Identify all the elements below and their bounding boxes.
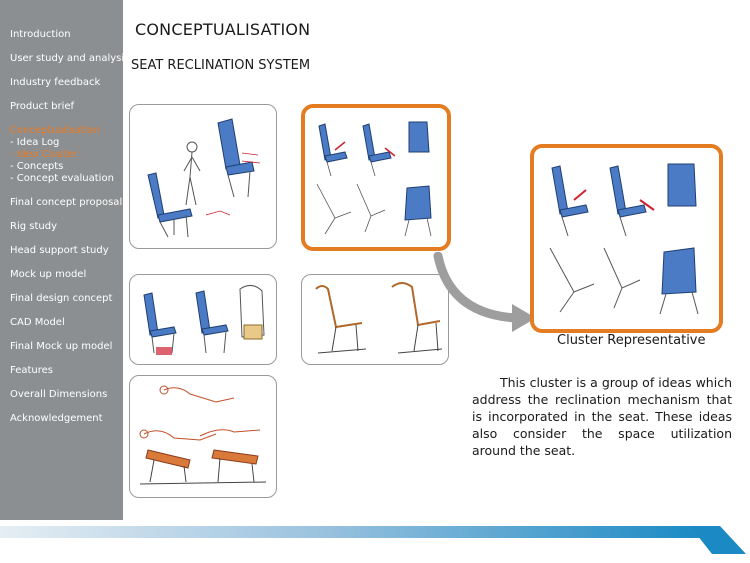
nav-item-user-study[interactable]: User study and analysis (10, 53, 130, 64)
sketch-seat-row (129, 274, 277, 365)
nav-item-acknowledgement[interactable]: Acknowledgement (10, 413, 103, 424)
nav-item-final-mock-up-model[interactable]: Final Mock up model (10, 341, 113, 352)
nav-item-industry-feedback[interactable]: Industry feedback (10, 77, 101, 88)
nav-item-features[interactable]: Features (10, 365, 53, 376)
nav-item-mock-up-model[interactable]: Mock up model (10, 269, 87, 280)
nav-subitem-concept-evaluation[interactable]: - Concept evaluation (10, 173, 114, 184)
sidebar-nav: Introduction User study and analysis Ind… (0, 0, 129, 563)
nav-subitem-concepts[interactable]: - Concepts (10, 161, 64, 172)
nav-item-cad-model[interactable]: CAD Model (10, 317, 65, 328)
nav-item-conceptualisation[interactable]: Conceptualisation (10, 125, 100, 136)
nav-item-final-design-concept[interactable]: Final design concept (10, 293, 113, 304)
nav-item-overall-dimensions[interactable]: Overall Dimensions (10, 389, 108, 400)
cluster-caption: Cluster Representative (557, 333, 706, 348)
cluster-representative-image (530, 144, 723, 333)
nav-item-head-support-study[interactable]: Head support study (10, 245, 109, 256)
nav-subitem-idea-log[interactable]: - Idea Log (10, 137, 60, 148)
cluster-description: This cluster is a group of ideas which a… (472, 375, 732, 458)
nav-item-final-concept-proposal[interactable]: Final concept proposal (10, 197, 123, 208)
nav-subitem-idea-cluster[interactable]: - Idea Cluster (10, 149, 78, 160)
sketch-seat-with-figure (129, 104, 277, 249)
footer-band (0, 520, 750, 563)
nav-item-product-brief[interactable]: Product brief (10, 101, 75, 112)
page-title: CONCEPTUALISATION (135, 20, 311, 39)
nav-item-rig-study[interactable]: Rig study (10, 221, 57, 232)
sketch-reclining-figures (129, 375, 277, 498)
sketch-reclination-highlighted (301, 104, 451, 251)
nav-item-introduction[interactable]: Introduction (10, 29, 71, 40)
arrow-to-cluster-icon (433, 252, 536, 332)
section-title: SEAT RECLINATION SYSTEM (131, 58, 311, 73)
sketch-frame-seats (301, 274, 449, 365)
